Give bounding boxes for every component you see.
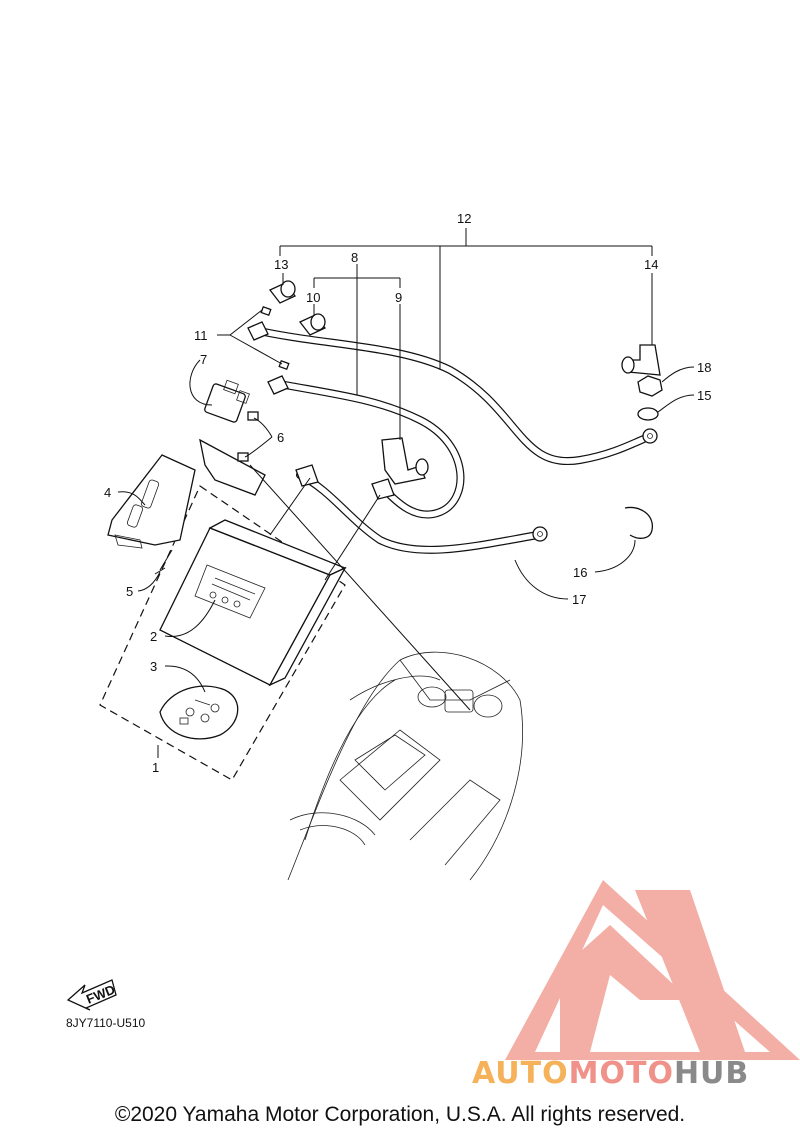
callout-labels: 1 2 3 4 5 6 7 8 9 10 11 12 13 14 15 16 1…: [104, 211, 711, 775]
bolt: [154, 549, 173, 575]
watermark-hub: HUB: [673, 1056, 750, 1091]
cable-17: [296, 471, 548, 554]
callout-18: 18: [697, 360, 711, 375]
leader-lines: [117, 228, 695, 758]
cable-14: [251, 326, 658, 466]
callout-17: 17: [572, 592, 586, 607]
callout-7: 7: [200, 352, 207, 367]
callout-14: 14: [644, 257, 658, 272]
terminal-cap-9: [381, 437, 429, 485]
callout-6: 6: [277, 430, 284, 445]
copyright-notice: ©2020 Yamaha Motor Corporation, U.S.A. A…: [114, 1103, 686, 1126]
terminal-cap-13: [268, 280, 297, 304]
watermark-auto: AUTO: [472, 1056, 569, 1091]
drawing-code: 8JY7110-U510: [66, 1016, 146, 1030]
callout-10: 10: [306, 290, 320, 305]
callout-16: 16: [573, 565, 587, 580]
callout-3: 3: [150, 659, 157, 674]
nuts: [237, 411, 259, 462]
fwd-arrow-icon: FWD: [66, 979, 117, 1011]
washer-15: [637, 407, 659, 421]
callout-5: 5: [126, 584, 133, 599]
watermark-text: AUTOMOTOHUB: [472, 1056, 749, 1091]
fuse-holder: [204, 379, 250, 423]
callout-13: 13: [274, 257, 288, 272]
terminal-cap-10: [298, 313, 327, 336]
watermark-moto: MOTO: [568, 1056, 674, 1091]
battery: [159, 519, 347, 687]
callout-12: 12: [457, 211, 471, 226]
callout-1: 1: [152, 760, 159, 775]
band-16: [624, 506, 653, 539]
callout-15: 15: [697, 388, 711, 403]
nut-18: [637, 375, 663, 397]
callout-2: 2: [150, 629, 157, 644]
callout-8: 8: [351, 250, 358, 265]
callout-9: 9: [395, 290, 402, 305]
watermark-logo: [505, 880, 800, 1060]
battery-bracket: [107, 438, 266, 549]
cable-9: [281, 381, 465, 519]
fwd-label: FWD: [84, 982, 117, 1007]
callout-11: 11: [194, 328, 208, 343]
terminal-cap-14: [621, 344, 661, 376]
hardware-pack: [159, 685, 239, 740]
callout-4: 4: [104, 485, 111, 500]
hull-outline: [287, 651, 523, 881]
